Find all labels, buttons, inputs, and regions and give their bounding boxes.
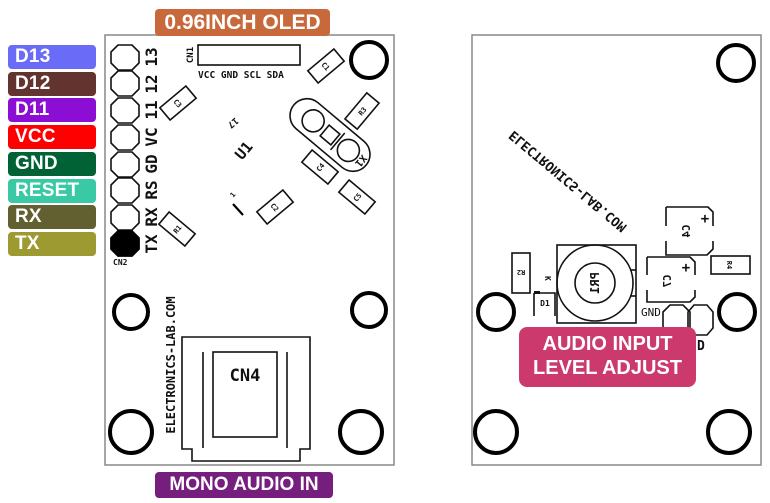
back-partial-d: D	[697, 339, 705, 354]
svg-text:R1: R1	[172, 224, 184, 236]
svg-text:PR1: PR1	[588, 272, 602, 294]
svg-text:C2: C2	[268, 202, 280, 214]
svg-text:C7: C7	[661, 274, 674, 287]
header-pin-name-gd: GD	[142, 154, 161, 173]
header-pin	[110, 151, 140, 178]
callout-oled: 0.96INCH OLED	[155, 9, 330, 36]
pin-label-d11: D11	[8, 98, 96, 122]
svg-text:D1: D1	[540, 299, 550, 308]
front-website-text: ELECTRONICS-LAB.COM	[164, 296, 178, 433]
header-pin-name-rx: RX	[142, 207, 161, 227]
oled-connector	[197, 44, 301, 66]
svg-text:+: +	[701, 211, 709, 227]
resistor-r4: R4	[710, 255, 751, 275]
callout-level-adjust: AUDIO INPUT LEVEL ADJUST	[519, 327, 696, 387]
back-board-outline	[471, 34, 762, 466]
capacitor-c2: C2	[255, 188, 295, 226]
oled-pin-names: VCC GND SCL SDA	[198, 70, 284, 81]
mounting-hole	[476, 292, 516, 332]
pin1-mark: 1	[229, 191, 238, 199]
audio-jack-cn4: CN4	[181, 336, 311, 462]
header-pin-name-13: 13	[142, 47, 161, 66]
pin-label-gnd: GND	[8, 152, 96, 176]
mounting-hole	[350, 291, 388, 329]
diode-d1: D1	[533, 291, 556, 316]
diode-k-mark: K	[543, 276, 552, 281]
header-pin	[110, 177, 140, 204]
callout-level-adjust-line2: LEVEL ADJUST	[533, 357, 682, 379]
svg-text:CN4: CN4	[230, 366, 261, 386]
header-pin	[110, 70, 140, 97]
header-pin-name-tx: TX	[142, 234, 161, 254]
pin-label-reset: RESET	[8, 179, 96, 203]
header-pin	[110, 124, 140, 151]
svg-text:R2: R2	[517, 268, 525, 276]
mounting-hole	[108, 409, 154, 455]
mounting-hole	[338, 409, 384, 455]
callout-oled-label: 0.96INCH OLED	[164, 11, 321, 34]
header-pin-name-vc: VC	[142, 127, 161, 146]
resistor-r2: R2	[511, 252, 531, 294]
pin-label-d13: D13	[8, 45, 96, 69]
mounting-hole	[473, 409, 519, 455]
svg-text:C4: C4	[315, 162, 327, 174]
pin-label-vcc: VCC	[8, 125, 96, 149]
capacitor-c4: C4	[300, 148, 340, 186]
svg-text:C3: C3	[171, 98, 183, 110]
pin-label-d12: D12	[8, 72, 96, 96]
mounting-hole	[716, 43, 756, 83]
header-pin-name-rs: RS	[142, 180, 161, 199]
header-ref-label: CN2	[113, 258, 128, 267]
svg-text:C1: C1	[319, 61, 331, 73]
capacitor-c5: C5	[337, 178, 377, 216]
resistor-r1: R1	[157, 210, 197, 248]
pin1-indicator	[232, 203, 244, 216]
callout-mono-audio-in: MONO AUDIO IN	[155, 472, 333, 498]
mounting-hole	[112, 293, 150, 331]
pin-label-rx: RX	[8, 205, 96, 229]
mounting-hole	[706, 409, 752, 455]
potentiometer-pr1: PR1	[556, 244, 637, 324]
callout-level-adjust-line1: AUDIO INPUT	[542, 333, 673, 355]
svg-text:R3: R3	[357, 106, 369, 118]
pin-header	[110, 44, 140, 257]
svg-text:C4: C4	[680, 224, 693, 238]
callout-mono-audio-in-label: MONO AUDIO IN	[169, 474, 319, 495]
front-board-outline	[104, 34, 395, 466]
header-pin	[110, 44, 140, 71]
header-pin-name-12: 12	[142, 74, 161, 93]
back-partial-gnd: GND	[640, 306, 662, 319]
header-pin-name-11: 11	[142, 100, 161, 119]
capacitor-c3: C3	[158, 84, 198, 122]
pin-label-tx: TX	[8, 232, 96, 256]
header-pin	[110, 204, 140, 231]
oled-connector-ref: CN1	[186, 47, 196, 63]
mounting-hole	[717, 292, 757, 332]
mounting-hole	[349, 40, 389, 80]
capacitor-c4-back: + C4	[665, 206, 714, 256]
svg-text:R4: R4	[725, 261, 733, 269]
capacitor-c7: + C7	[646, 256, 696, 303]
svg-text:C5: C5	[352, 192, 364, 204]
resistor-r3: R3	[343, 91, 381, 131]
svg-text:+: +	[682, 260, 690, 276]
header-pin	[110, 97, 140, 124]
header-pin-1	[110, 230, 140, 257]
capacitor-c1: C1	[306, 47, 346, 85]
